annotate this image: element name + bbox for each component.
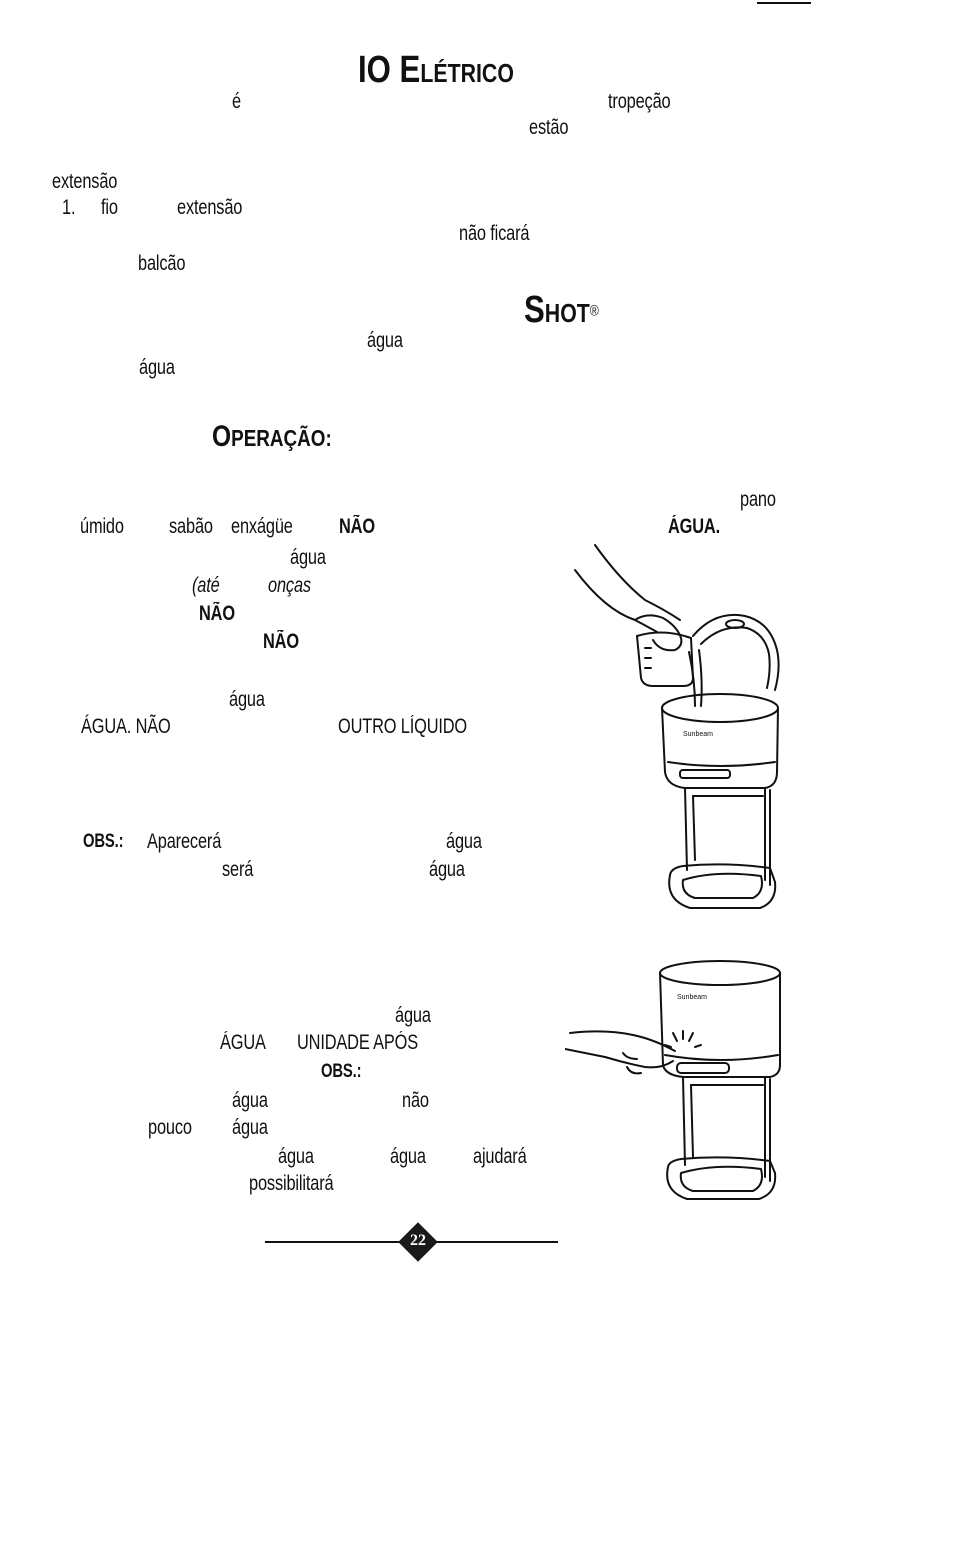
text-balcao: balcão (138, 252, 186, 275)
text-outro-liquido: OUTRO LÍQUIDO (338, 715, 468, 738)
text-aparecera: Aparecerá (147, 830, 222, 853)
text-ate: (até (192, 574, 220, 597)
obs-label: OBS.: (321, 1061, 362, 1082)
text-agua-bold: ÁGUA. (668, 515, 721, 538)
text-nao-bold: NÃO (199, 602, 235, 625)
text-umido: úmido (80, 515, 124, 538)
text-agua: água (446, 830, 482, 853)
text-agua: água (429, 858, 465, 881)
heading-shot: SHOT® (524, 289, 599, 331)
text-pano: pano (740, 488, 776, 511)
page-number-badge: 22 (398, 1222, 438, 1262)
list-number: 1. (62, 196, 76, 219)
text-estao: estão (529, 116, 569, 139)
footer-rule-left (265, 1241, 410, 1243)
illustration-pouring-water: Sunbeam (574, 544, 780, 909)
obs-label: OBS.: (83, 831, 124, 852)
text-nao: não (402, 1089, 429, 1112)
svg-text:Sunbeam: Sunbeam (683, 731, 713, 738)
text-fio: fio (101, 196, 118, 219)
text-agua-nao: ÁGUA. NÃO (81, 715, 171, 738)
text-agua: água (278, 1145, 314, 1168)
text-oncas: onças (268, 574, 311, 597)
text-pouco: pouco (148, 1116, 192, 1139)
text-agua: água (139, 356, 175, 379)
text-e-accent: é (232, 90, 241, 113)
text-agua: água (290, 546, 326, 569)
text-agua: água (395, 1004, 431, 1027)
footer-rule-right (426, 1241, 558, 1243)
text-agua: água (229, 688, 265, 711)
text-ajudara: ajudará (473, 1145, 527, 1168)
text-enxague: enxágüe (231, 515, 293, 538)
text-agua: água (232, 1089, 268, 1112)
text-extensao: extensão (52, 170, 118, 193)
text-agua: água (232, 1116, 268, 1139)
text-agua: água (367, 329, 403, 352)
text-nao-ficara: não ficará (459, 222, 530, 245)
svg-text:Sunbeam: Sunbeam (677, 994, 707, 1001)
text-nao-bold: NÃO (263, 630, 299, 653)
text-agua-caps: ÁGUA (220, 1031, 266, 1054)
text-tropecao: tropeção (608, 90, 671, 113)
text-agua: água (390, 1145, 426, 1168)
text-nao-bold: NÃO (339, 515, 375, 538)
page-number: 22 (410, 1232, 426, 1249)
illustration-pressing-button: Sunbeam (565, 960, 781, 1200)
heading-operacao: OPERAÇÃO: (212, 420, 332, 453)
text-unidade-apos: UNIDADE APÓS (297, 1031, 419, 1054)
text-extensao: extensão (177, 196, 243, 219)
text-sabao: sabão (169, 515, 213, 538)
heading-io-eletrico: IO ELÉTRICO (358, 49, 514, 91)
text-sera: será (222, 858, 254, 881)
text-possibilitara: possibilitará (249, 1172, 334, 1195)
top-rule (757, 2, 811, 4)
